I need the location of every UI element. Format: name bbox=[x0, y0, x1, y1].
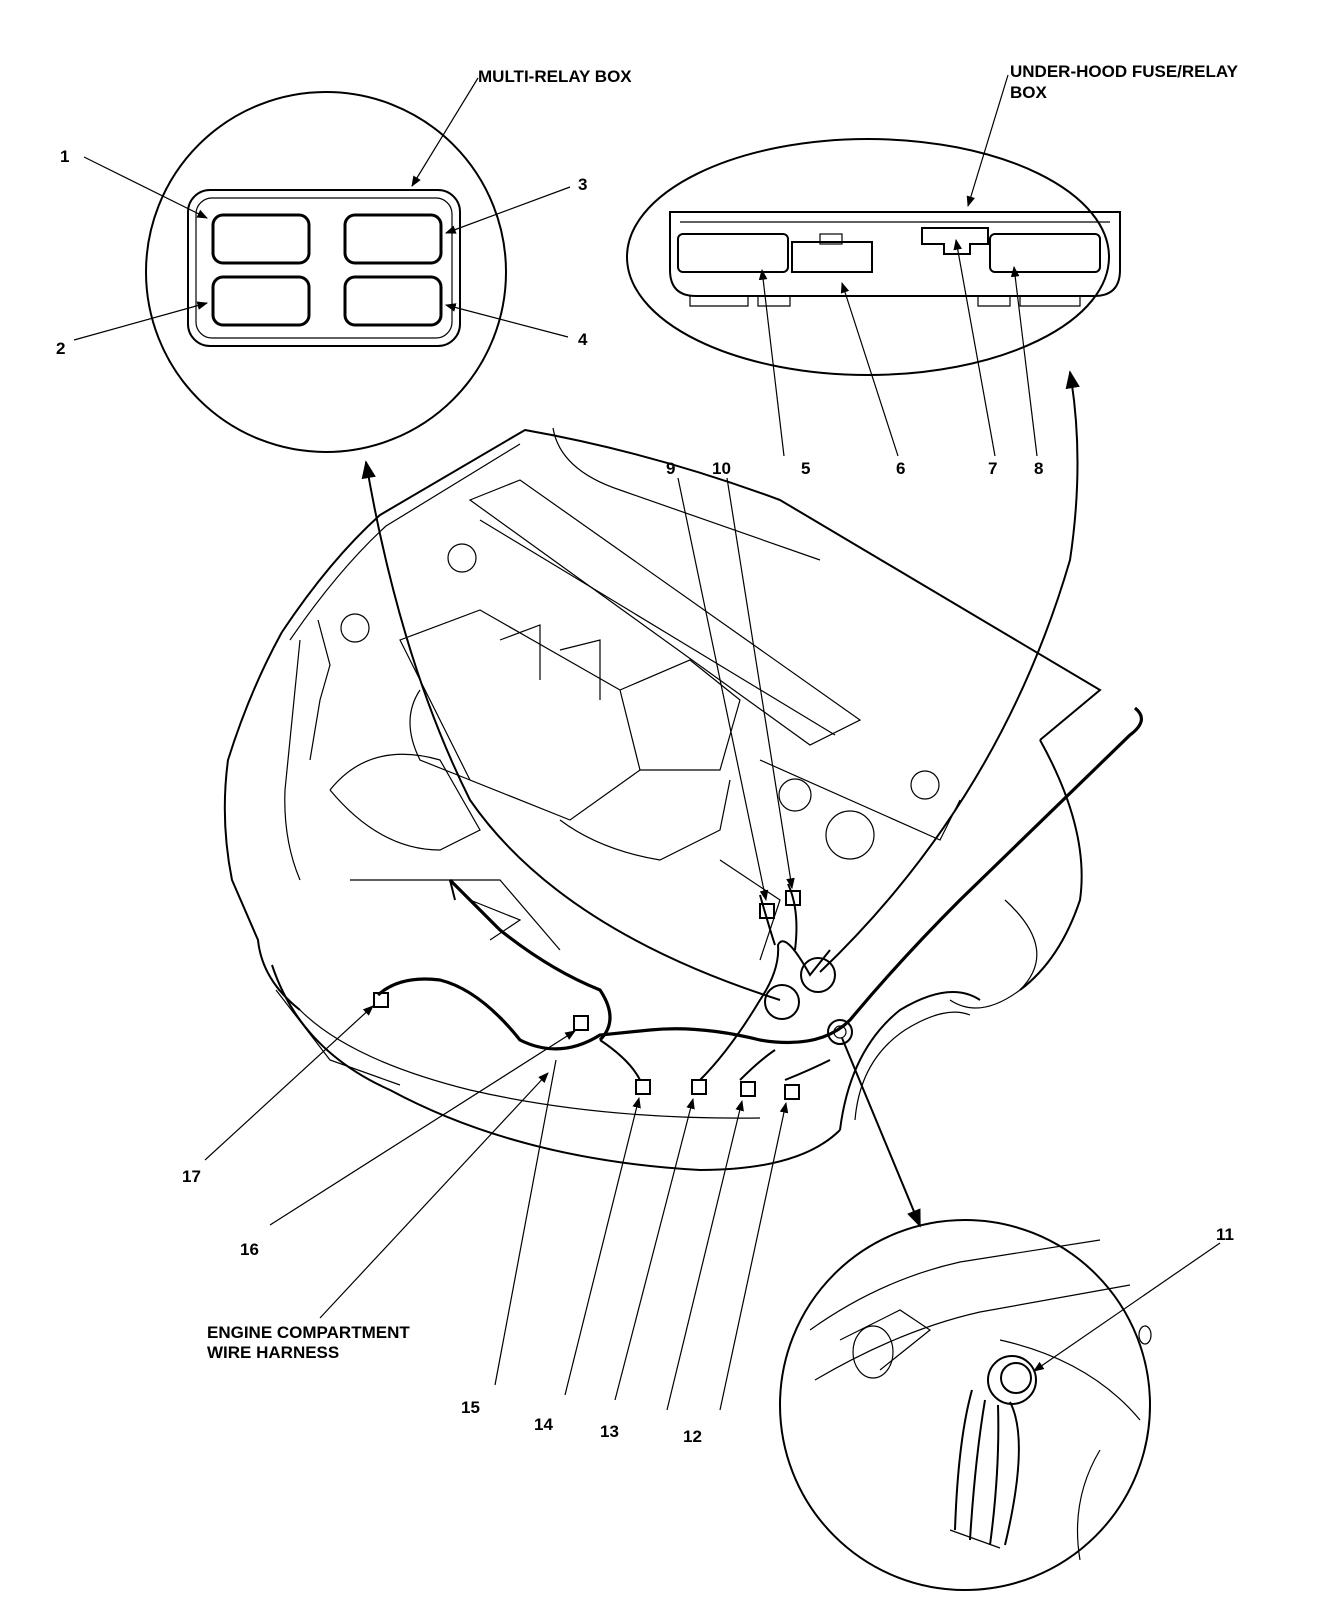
callout-8: 8 bbox=[1034, 459, 1043, 478]
engine-compartment-wire-harness bbox=[204, 370, 1143, 1411]
relay-3 bbox=[343, 213, 443, 265]
callout-10: 10 bbox=[712, 459, 731, 478]
callout-1: 1 bbox=[60, 147, 69, 166]
front-bumper bbox=[271, 964, 841, 1172]
callout-17: 17 bbox=[182, 1167, 201, 1186]
fuse-block-8 bbox=[989, 233, 1101, 273]
connector-12 bbox=[784, 1084, 800, 1100]
callout-13: 13 bbox=[600, 1422, 619, 1441]
left-fender bbox=[223, 631, 301, 1011]
connector-16 bbox=[573, 1015, 589, 1031]
ground-point-11 bbox=[827, 1019, 853, 1045]
under-hood-fuse-relay-box-detail bbox=[626, 74, 1121, 457]
connector-14 bbox=[691, 1079, 707, 1095]
connector-10 bbox=[785, 890, 801, 906]
fuse-block-5 bbox=[677, 233, 789, 273]
under-hood-fuse-box-label-line2: BOX bbox=[1010, 83, 1048, 102]
multi-relay-detail-circle bbox=[145, 91, 507, 453]
engine-block bbox=[399, 609, 641, 821]
callout-3: 3 bbox=[578, 175, 587, 194]
engine-compartment-drawing bbox=[223, 427, 1102, 1172]
callout-2: 2 bbox=[56, 339, 65, 358]
ground-cables bbox=[954, 1389, 1020, 1546]
under-hood-fuse-box-label: UNDER-HOOD FUSE/RELAY bbox=[1010, 62, 1239, 81]
connector-7 bbox=[921, 227, 989, 255]
connector-13 bbox=[740, 1081, 756, 1097]
wire-harness-label-line2: WIRE HARNESS bbox=[207, 1343, 339, 1362]
ground-terminal-detail bbox=[779, 1219, 1221, 1591]
connector-17 bbox=[373, 992, 389, 1008]
right-fender bbox=[1019, 739, 1083, 991]
callout-16: 16 bbox=[240, 1240, 259, 1259]
under-hood-detail-ellipse bbox=[626, 138, 1110, 376]
callout-11: 11 bbox=[1216, 1225, 1234, 1244]
callout-5: 5 bbox=[801, 459, 810, 478]
callout-7: 7 bbox=[988, 459, 997, 478]
callout-14: 14 bbox=[534, 1415, 553, 1434]
harness-branch-upper bbox=[448, 878, 612, 1042]
callout-12: 12 bbox=[683, 1427, 702, 1446]
connector-15 bbox=[635, 1079, 651, 1095]
callout-9: 9 bbox=[666, 459, 675, 478]
relay-2 bbox=[211, 275, 311, 327]
callout-15: 15 bbox=[461, 1398, 480, 1417]
multi-relay-box-label: MULTI-RELAY BOX bbox=[478, 67, 632, 86]
harness-main-run bbox=[376, 706, 1143, 1051]
multi-relay-box-detail bbox=[73, 77, 571, 453]
ground-detail-circle bbox=[779, 1219, 1151, 1591]
hood bbox=[281, 428, 1102, 741]
callout-6: 6 bbox=[896, 459, 905, 478]
callout-4: 4 bbox=[578, 330, 588, 349]
fuse-box-housing bbox=[669, 211, 1121, 297]
relay-4 bbox=[343, 275, 443, 327]
wheel-arch bbox=[839, 991, 981, 1131]
grommet-a bbox=[764, 984, 800, 1020]
grommet-b bbox=[800, 957, 836, 993]
wire-harness-label: ENGINE COMPARTMENT bbox=[207, 1323, 410, 1342]
connector-6 bbox=[791, 241, 873, 273]
multi-relay-box-housing bbox=[187, 189, 461, 347]
connector-9 bbox=[759, 903, 775, 919]
relay-1 bbox=[211, 213, 311, 265]
